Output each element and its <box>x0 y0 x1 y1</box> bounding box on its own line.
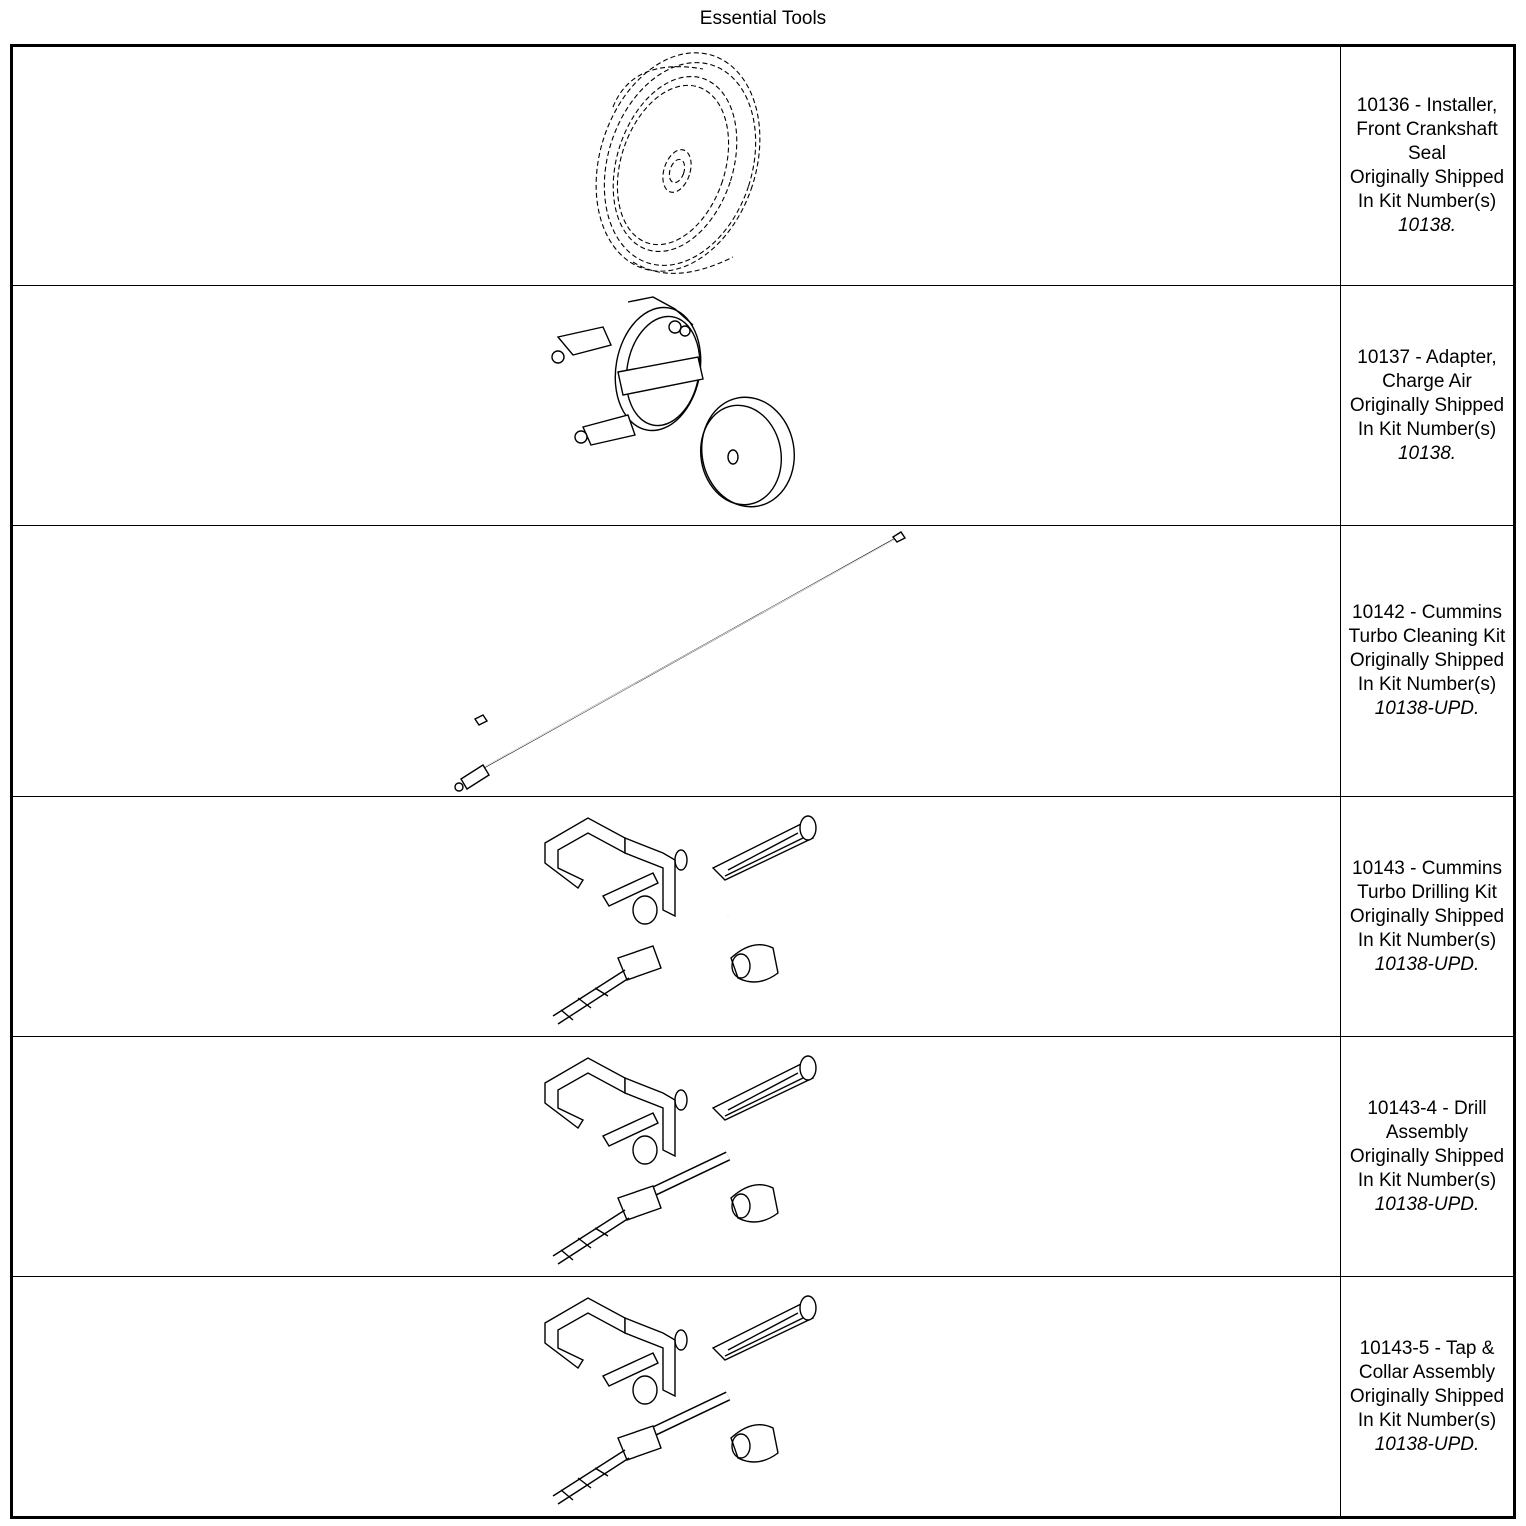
tool-name: 10137 - Adapter, Charge Air <box>1357 346 1497 392</box>
tool-name: 10143-5 - Tap & Collar Assembly <box>1358 1337 1496 1383</box>
illustration-cell <box>11 1276 1341 1518</box>
shipped-label: Originally Shipped In Kit Number(s) <box>1349 1385 1505 1431</box>
illustration-cell <box>11 796 1341 1037</box>
tool-name: 10143 - Cummins Turbo Drilling Kit <box>1352 857 1502 903</box>
tool-name: 10143-4 - Drill Assembly <box>1367 1097 1487 1143</box>
kit-number: 10138. <box>1397 442 1457 464</box>
table-row: 10143 - Cummins Turbo Drilling Kit Origi… <box>11 796 1515 1037</box>
drilling-kit-icon <box>544 1054 817 1265</box>
kit-number: 10138-UPD. <box>1374 1193 1480 1215</box>
tool-name: 10136 - Installer, Front Crankshaft Seal <box>1356 95 1498 164</box>
kit-number: 10138-UPD. <box>1374 953 1480 975</box>
drilling-kit-icon <box>544 1294 817 1505</box>
kit-number: 10138-UPD. <box>1374 698 1480 719</box>
shipped-label: Originally Shipped In Kit Number(s) <box>1349 905 1505 951</box>
shipped-label: Originally Shipped In Kit Number(s) <box>1349 650 1505 695</box>
shipped-label: Originally Shipped In Kit Number(s) <box>1349 167 1505 212</box>
cleaning-rod-icon <box>454 530 907 792</box>
tool-description: 10137 - Adapter, Charge Air Originally S… <box>1340 285 1515 526</box>
tool-name: 10142 - Cummins Turbo Cleaning Kit <box>1348 602 1506 647</box>
tool-description: 10143 - Cummins Turbo Drilling Kit Origi… <box>1340 796 1515 1037</box>
shipped-label: Originally Shipped In Kit Number(s) <box>1349 1145 1505 1191</box>
drilling-kit-icon <box>544 814 817 1025</box>
illustration-cell <box>11 525 1341 797</box>
page-title: Essential Tools <box>699 8 827 29</box>
tools-table: 10136 - Installer, Front Crankshaft Seal… <box>10 44 1516 1519</box>
illustration-cell <box>11 285 1341 526</box>
table-row: 10142 - Cummins Turbo Cleaning Kit Origi… <box>11 525 1515 797</box>
shipped-label: Originally Shipped In Kit Number(s) <box>1349 394 1505 440</box>
kit-number: 10138-UPD. <box>1374 1433 1480 1455</box>
tool-description: 10136 - Installer, Front Crankshaft Seal… <box>1340 45 1515 286</box>
illustration-cell <box>11 1036 1341 1277</box>
illustration-cell <box>11 45 1341 286</box>
table-row: 10143-5 - Tap & Collar Assembly Original… <box>11 1276 1515 1518</box>
charge-air-adapter-icon <box>551 295 795 507</box>
table-row: 10136 - Installer, Front Crankshaft Seal… <box>11 45 1515 286</box>
table-row: 10137 - Adapter, Charge Air Originally S… <box>11 285 1515 526</box>
kit-number: 10138. <box>1397 215 1457 236</box>
tool-description: 10143-4 - Drill Assembly Originally Ship… <box>1340 1036 1515 1277</box>
tool-description: 10143-5 - Tap & Collar Assembly Original… <box>1340 1276 1515 1518</box>
tool-description: 10142 - Cummins Turbo Cleaning Kit Origi… <box>1340 525 1515 797</box>
seal-installer-icon <box>595 52 761 274</box>
table-row: 10143-4 - Drill Assembly Originally Ship… <box>11 1036 1515 1277</box>
